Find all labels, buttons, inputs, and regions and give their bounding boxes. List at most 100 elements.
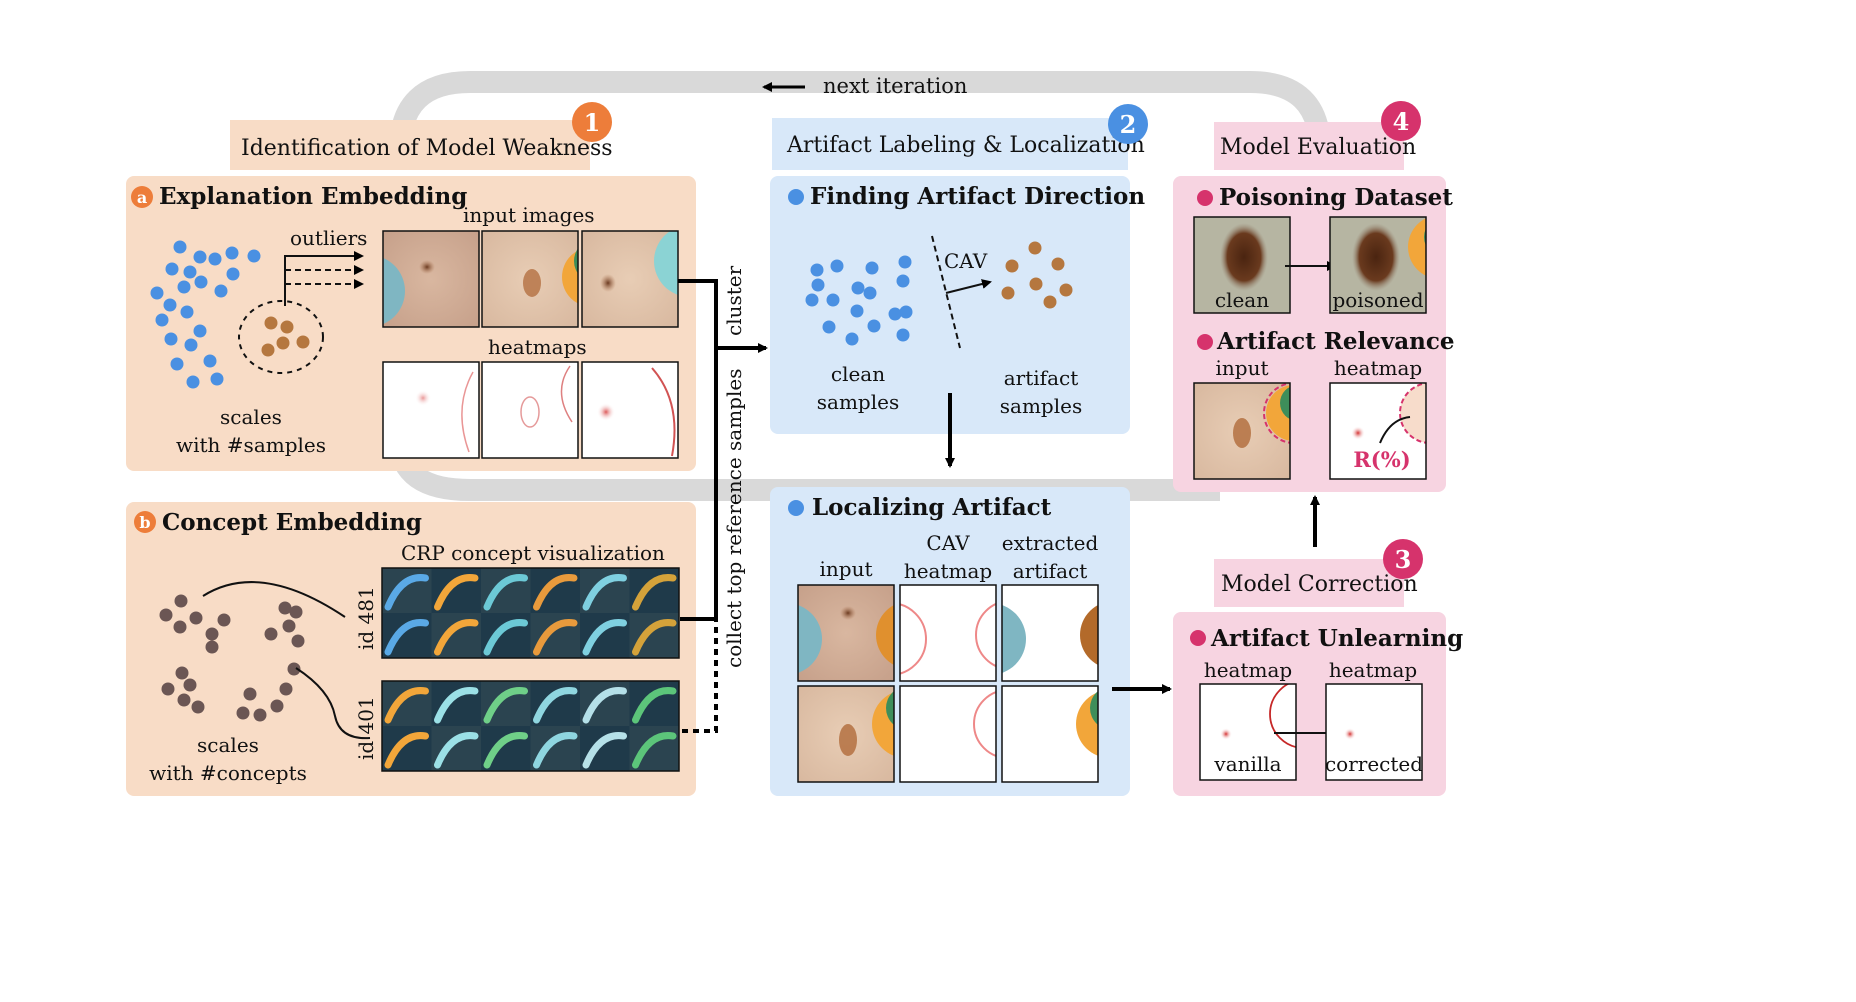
stage3-header: Model Correction 3 [1214, 539, 1423, 607]
cluster-label: cluster [722, 265, 746, 336]
blue-point [214, 284, 228, 298]
clean-samples-label-2: samples [817, 390, 899, 414]
poisoned-label: poisoned [1332, 288, 1423, 312]
cluster-connector: cluster collect top reference samples [678, 265, 768, 733]
blue-point [173, 240, 187, 254]
embedding-points-outliers [261, 316, 310, 357]
blue-point [210, 372, 224, 386]
crp-concept-stroke [434, 619, 479, 656]
concept-point [161, 682, 175, 696]
crp-grid-border [381, 567, 680, 659]
clean-point [822, 320, 836, 334]
clean-point [850, 304, 864, 318]
concept-id-401: id 401 [354, 696, 378, 760]
outlier-arrows [284, 251, 364, 306]
concept-point [205, 627, 219, 641]
cav-label: CAV [944, 249, 988, 273]
blue-point [183, 265, 197, 279]
loc-col-cav: CAV [926, 531, 970, 555]
scales-label: scales [220, 405, 282, 429]
clean-point [899, 305, 913, 319]
stage2-header: Artifact Labeling & Localization 2 [772, 104, 1148, 170]
crp-concept-stroke [632, 619, 677, 656]
crp-grid-border [381, 680, 680, 772]
blue-point [193, 250, 207, 264]
crp-concept-stroke [483, 687, 528, 724]
crp-concept-stroke [434, 687, 479, 724]
blue-point [208, 252, 222, 266]
clean-point [845, 332, 859, 346]
artifact-sample-points [1001, 241, 1073, 309]
crp-concept-stroke [533, 732, 578, 769]
scales-label-b: scales [197, 733, 259, 757]
clean-point [898, 255, 912, 269]
crp-concept-stroke [582, 574, 627, 611]
input-image-3 [581, 230, 679, 328]
concept-point [217, 613, 231, 627]
clean-point [867, 319, 881, 333]
concept-point [183, 678, 197, 692]
with-concepts-label: with #concepts [149, 761, 307, 785]
localizing-title: Localizing Artifact [812, 494, 1052, 521]
stage4-title: Model Evaluation [1220, 135, 1416, 160]
crp-concept-stroke [483, 619, 528, 656]
crp-concept-stroke [483, 574, 528, 611]
input-image-2 [481, 230, 579, 328]
clean-sample-points [805, 255, 913, 346]
crp-concept-stroke [533, 574, 578, 611]
stage3-title: Model Correction [1221, 572, 1418, 597]
panel-a-title: Explanation Embedding [159, 183, 467, 210]
concept-point [205, 640, 219, 654]
outlier-point [280, 320, 294, 334]
stage2-badge: 2 [1120, 110, 1137, 139]
clean-point [810, 263, 824, 277]
stage2-badge-circle [1108, 104, 1148, 144]
unlearning-title: Artifact Unlearning [1210, 625, 1463, 652]
clean-point [826, 293, 840, 307]
relevance-title: Artifact Relevance [1216, 328, 1455, 355]
concept-embedding-points [159, 594, 305, 722]
artifact-point [1001, 286, 1015, 300]
clean-point [865, 261, 879, 275]
concept-point [159, 608, 173, 622]
clean-point [896, 274, 910, 288]
crp-concept-stroke [384, 619, 429, 656]
stage3-badge: 3 [1395, 545, 1412, 574]
clean-point [851, 281, 865, 295]
relevance-input-image [1193, 382, 1291, 480]
collect-label: collect top reference samples [722, 369, 746, 668]
concept-point [264, 627, 278, 641]
crp-concept-stroke [434, 574, 479, 611]
artifact-point [1005, 259, 1019, 273]
panel-artifact-unlearning: Artifact Unlearning heatmap heatmap vani… [1173, 612, 1463, 796]
outlier-point [261, 343, 275, 357]
stage4-badge: 4 [1393, 107, 1410, 136]
crp-concept-stroke [533, 687, 578, 724]
stage1-badge-circle [572, 102, 612, 142]
crp-concept-stroke [582, 732, 627, 769]
crp-concept-stroke [533, 619, 578, 656]
crp-concept-stroke [632, 574, 677, 611]
loc-col-input: input [820, 557, 873, 581]
concept-point [253, 708, 267, 722]
blue-point [194, 275, 208, 289]
concept-point [177, 693, 191, 707]
concept-point [278, 601, 292, 615]
artifact-point [1028, 241, 1042, 255]
concept-point [174, 594, 188, 608]
vanilla-heatmap: vanilla [1199, 683, 1297, 781]
corrected-label: corrected [1325, 752, 1423, 776]
stage2-title: Artifact Labeling & Localization [786, 133, 1145, 158]
relevance-r-label: R(%) [1353, 447, 1410, 472]
clean-samples-label-1: clean [831, 362, 885, 386]
blue-point [163, 298, 177, 312]
artifact-samples-label-1: artifact [1004, 366, 1078, 390]
blue-point [186, 375, 200, 389]
crp-concept-stroke [483, 732, 528, 769]
stage3-badge-circle [1383, 539, 1423, 579]
crp-label: CRP concept visualization [401, 541, 665, 565]
clean-point [805, 293, 819, 307]
blue-point [180, 305, 194, 319]
concept-point [279, 682, 293, 696]
blue-point [184, 338, 198, 352]
